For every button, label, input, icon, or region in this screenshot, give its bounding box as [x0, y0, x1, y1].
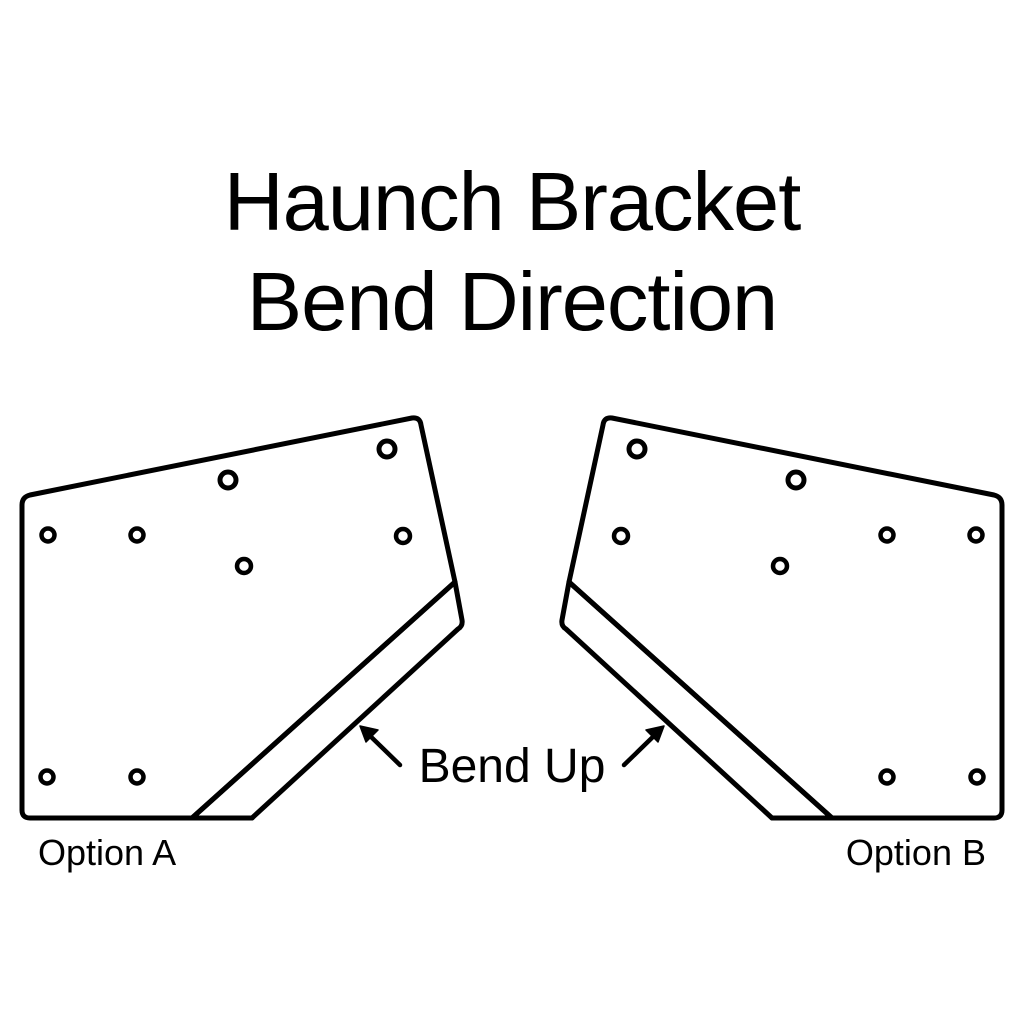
bracket-b-hole — [770, 556, 790, 576]
page-title-line-2: Bend Direction — [247, 255, 777, 348]
page-title-line-1: Haunch Bracket — [224, 155, 801, 248]
bracket-a-hole — [128, 526, 146, 544]
bracket-a-hole — [128, 768, 146, 786]
bracket-b-hole — [878, 526, 896, 544]
bracket-a-hole — [39, 526, 57, 544]
bracket-a-hole — [234, 556, 254, 576]
bracket-b-bend-line — [566, 579, 835, 821]
bend-up-label: Bend Up — [419, 740, 606, 793]
bracket-a-hole — [217, 469, 239, 491]
bracket-b-hole — [967, 526, 985, 544]
bracket-a-hole — [393, 526, 413, 546]
bracket-b-hole — [968, 768, 986, 786]
bracket-b-hole — [626, 438, 648, 460]
bracket-b-hole — [611, 526, 631, 546]
bend-up-arrow-right-head — [645, 725, 665, 743]
bracket-b-hole — [785, 469, 807, 491]
bracket-b-label: Option B — [846, 832, 986, 873]
bracket-a-label: Option A — [38, 832, 176, 873]
bracket-a-hole — [38, 768, 56, 786]
bend-up-annotation: Bend Up — [359, 725, 665, 793]
bracket-b-plate-body — [566, 415, 1005, 821]
bracket-a-plate-body — [19, 415, 458, 821]
bracket-option-a: Option A — [19, 415, 465, 873]
bracket-a-hole — [376, 438, 398, 460]
bracket-option-b: Option B — [559, 415, 1005, 873]
bend-up-arrow-left-head — [359, 725, 379, 743]
bracket-a-bend-line — [189, 579, 458, 821]
bracket-b-hole — [878, 768, 896, 786]
